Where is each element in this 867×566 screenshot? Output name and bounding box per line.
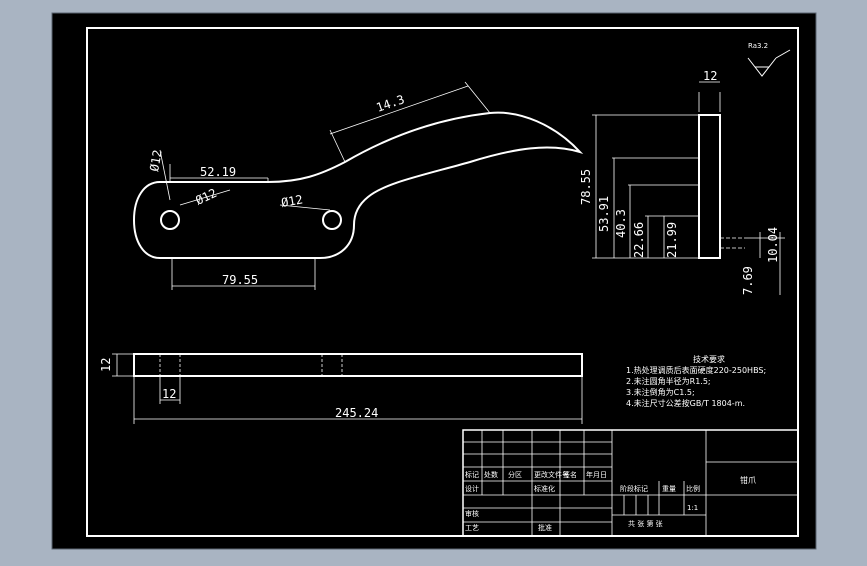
tech-title: 技术要求	[693, 354, 725, 364]
lever-outline	[132, 111, 584, 259]
bar-view	[112, 353, 583, 424]
dim-hole-dia: Ø12	[147, 149, 165, 173]
tb-review: 审核	[465, 509, 479, 518]
tb-label: 年月日	[586, 470, 607, 479]
side-view-body	[698, 114, 721, 259]
tb-label: 处数	[484, 470, 498, 479]
tech-item: 3.未注倒角为C1.5;	[626, 387, 695, 397]
dim-v3: 40.3	[614, 209, 628, 238]
tb-standardize: 标准化	[534, 484, 555, 493]
tb-scale-label: 比例	[686, 484, 700, 493]
hole-right	[322, 210, 342, 230]
dim-top-len: 52.19	[200, 165, 236, 179]
hole-left	[160, 210, 180, 230]
tb-approve: 批准	[538, 523, 552, 532]
title-block-text: 标记 处数 分区 更改文件号 签名 年月日 设计 标准化 阶段标记 重量 比例 …	[465, 470, 756, 532]
dim-v5: 21.99	[665, 222, 679, 258]
dim-v6: 10.04	[766, 227, 780, 263]
sheet-background	[51, 12, 817, 550]
bar-outline	[133, 353, 583, 377]
tb-stage: 阶段标记	[620, 484, 648, 493]
tech-item: 2.未注圆角半径为R1.5;	[626, 376, 711, 386]
tb-part-name: 钳爪	[740, 475, 756, 485]
tb-label: 分区	[508, 470, 522, 479]
dim-hole-dia-2: Ø12	[280, 192, 304, 210]
drawing-frame	[86, 27, 799, 537]
tb-process: 工艺	[465, 524, 479, 532]
roughness-label: Ra3.2	[748, 42, 768, 50]
tb-label: 签名	[563, 470, 577, 479]
lever-dimensions	[159, 81, 491, 290]
dim-v7: 7.69	[741, 266, 755, 295]
tb-label: 更改文件号	[534, 470, 569, 479]
dim-v2: 53.91	[597, 196, 611, 232]
tech-item: 4.未注尺寸公差按GB/T 1804-m.	[626, 398, 745, 408]
roughness-symbol: Ra3.2	[747, 42, 791, 77]
tb-weight: 重量	[662, 485, 676, 493]
dim-v1: 78.55	[579, 169, 593, 205]
dim-bar-length: 245.24	[335, 406, 378, 420]
tb-designer: 设计	[465, 484, 479, 493]
dim-bottom-len: 79.55	[222, 273, 258, 287]
tech-item: 1.热处理调质后表面硬度220-250HBS;	[626, 365, 766, 375]
dim-bar-hole-offset: 12	[162, 387, 176, 401]
tb-sheet: 共 张 第 张	[628, 519, 663, 528]
tb-scale-value: 1:1	[687, 504, 698, 512]
dim-bar-height: 12	[99, 358, 113, 372]
tech-requirements: 技术要求 1.热处理调质后表面硬度220-250HBS; 2.未注圆角半径为R1…	[626, 354, 766, 408]
dim-thickness-top: 12	[703, 69, 717, 83]
title-block	[462, 429, 799, 537]
title-block-frame	[462, 429, 799, 537]
side-view	[592, 81, 785, 295]
dim-v4: 22.66	[632, 222, 646, 258]
lever-profile	[132, 111, 584, 259]
tb-label: 标记	[465, 470, 479, 479]
